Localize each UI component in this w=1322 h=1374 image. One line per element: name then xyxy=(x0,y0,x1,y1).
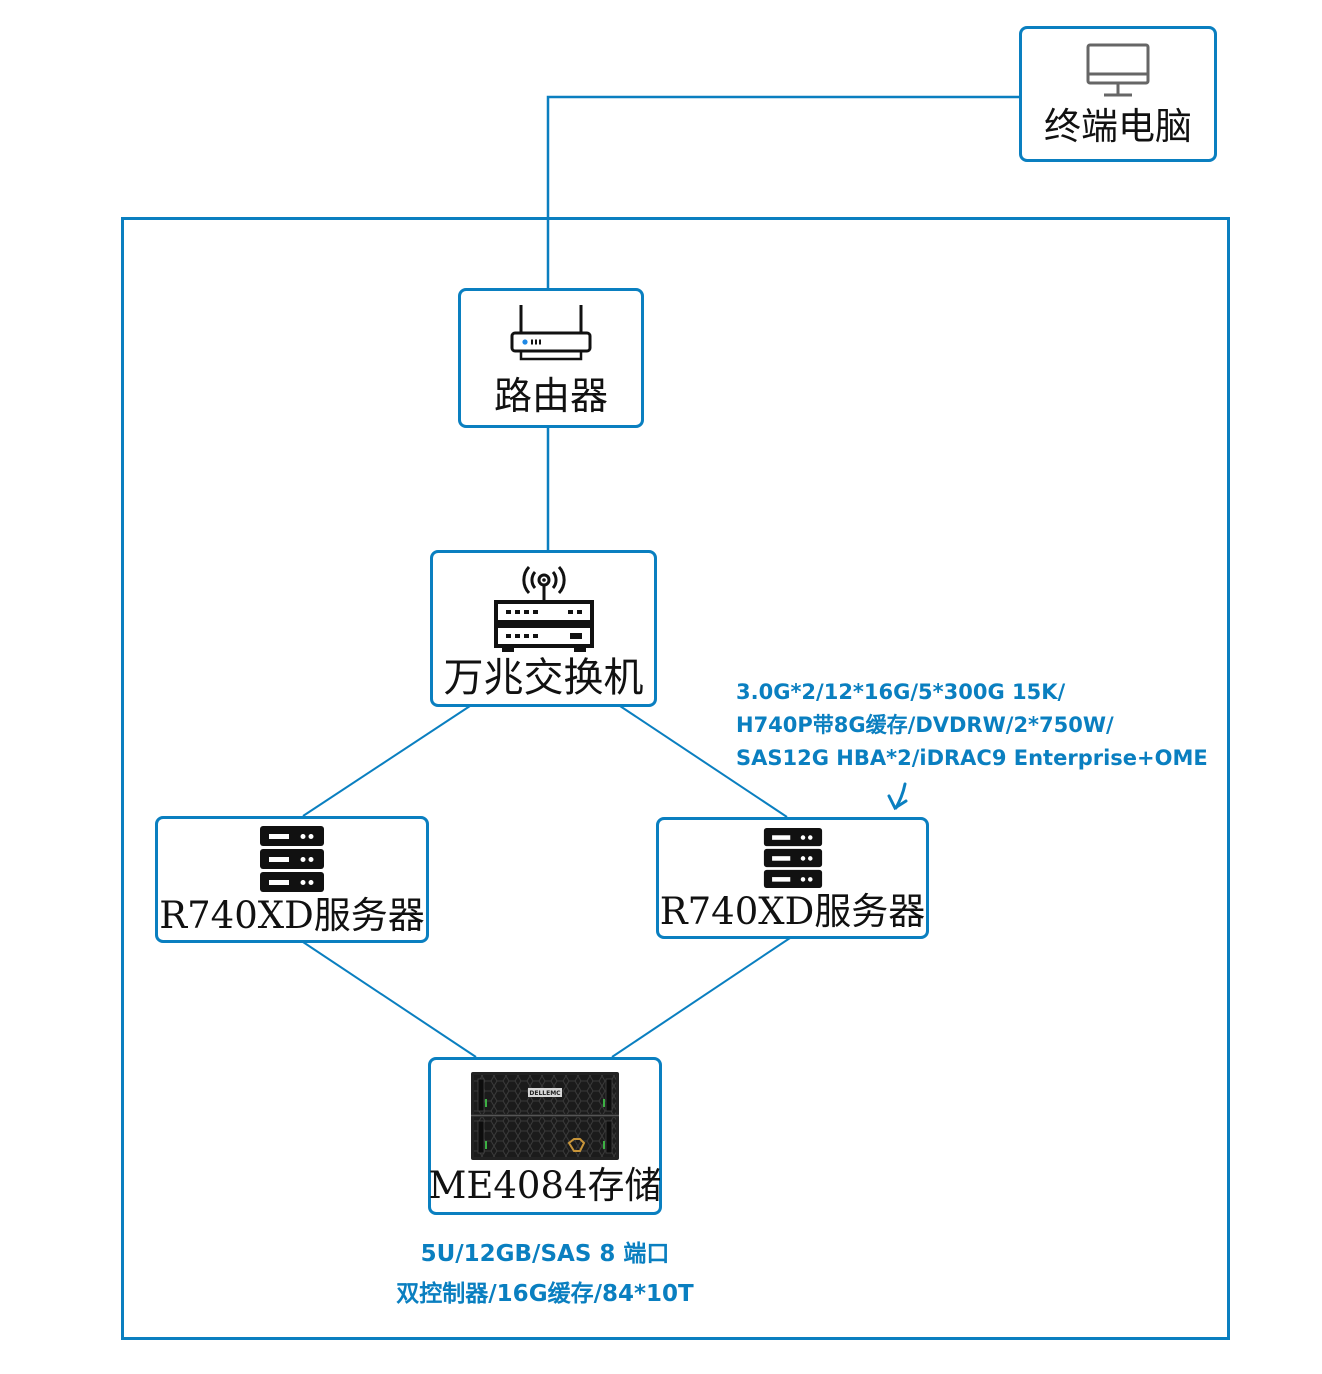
router-icon xyxy=(510,305,592,361)
storage-brand-label: DELLEMC xyxy=(529,1090,561,1097)
node-terminal-computer[interactable]: 终端电脑 xyxy=(1019,26,1217,162)
storage-spec-annotation: 5U/12GB/SAS 8 端口 双控制器/16G缓存/84*10T xyxy=(340,1234,750,1314)
server-spec-annotation: 3.0G*2/12*16G/5*300G 15K/ H740P带8G缓存/DVD… xyxy=(736,676,1208,775)
monitor-icon xyxy=(1086,43,1150,97)
server-spec-line: SAS12G HBA*2/iDRAC9 Enterprise+OME xyxy=(736,746,1208,770)
node-router[interactable]: 路由器 xyxy=(458,288,644,428)
connector-switch-server-left xyxy=(302,705,471,817)
storage-spec-line: 双控制器/16G缓存/84*10T xyxy=(396,1281,694,1307)
server-left-label: R740XD服务器 xyxy=(159,894,425,937)
node-storage[interactable]: DELLEMC ME4084存储 xyxy=(428,1057,662,1215)
network-switch-icon xyxy=(493,566,594,652)
terminal-label: 终端电脑 xyxy=(1044,105,1192,148)
server-right-label: R740XD服务器 xyxy=(659,890,926,933)
node-server-right[interactable]: R740XD服务器 xyxy=(656,817,929,939)
storage-spec-line: 5U/12GB/SAS 8 端口 xyxy=(420,1241,670,1267)
connector-switch-server-right xyxy=(619,705,788,818)
storage-array-image: DELLEMC xyxy=(471,1072,619,1160)
router-label: 路由器 xyxy=(493,374,608,418)
connector-server-left-storage xyxy=(302,941,477,1058)
datacenter-boundary-frame xyxy=(121,217,1230,1340)
connector-terminal-router xyxy=(546,95,1019,288)
arrow-down-left-icon xyxy=(887,782,908,811)
server-spec-line: H740P带8G缓存/DVDRW/2*750W/ xyxy=(736,713,1114,737)
connector-server-right-storage xyxy=(611,937,791,1058)
server-rack-icon xyxy=(260,826,324,892)
storage-label: ME4084存储 xyxy=(428,1164,662,1207)
server-spec-line: 3.0G*2/12*16G/5*300G 15K/ xyxy=(736,680,1066,704)
switch-label: 万兆交换机 xyxy=(443,655,644,701)
node-server-left[interactable]: R740XD服务器 xyxy=(155,816,429,943)
node-10g-switch[interactable]: 万兆交换机 xyxy=(430,550,657,707)
server-rack-icon xyxy=(763,828,822,888)
